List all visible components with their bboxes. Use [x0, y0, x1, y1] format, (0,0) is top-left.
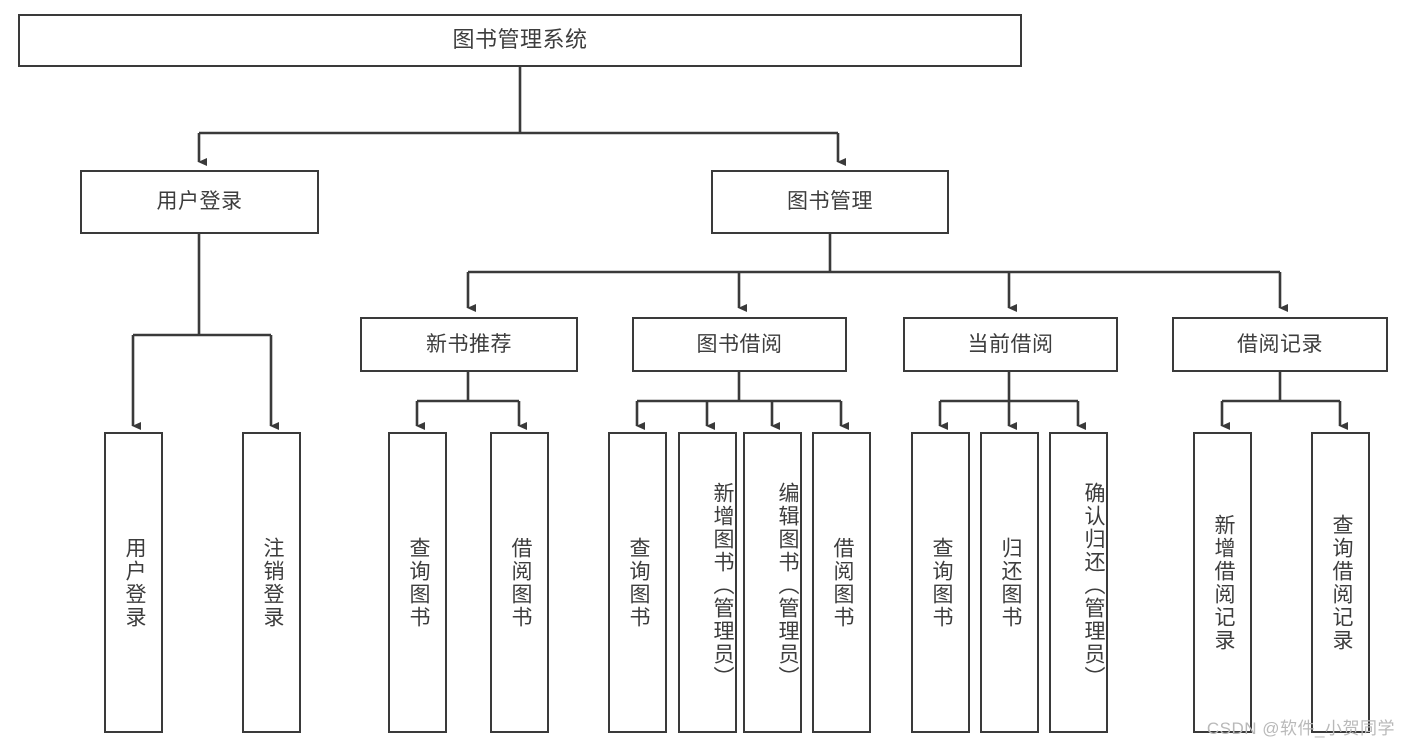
node-new-book-recommend-label: 新书推荐 — [426, 332, 512, 356]
leaf-edit-book-label: 编辑图书（管理员） — [776, 482, 799, 689]
leaf-query-book-2-label: 查询图书 — [626, 536, 650, 629]
leaf-add-book-label: 新增图书（管理员） — [711, 482, 734, 689]
leaf-return-book-label: 归还图书 — [998, 536, 1022, 629]
leaf-user-login[interactable]: 用户登录 — [104, 432, 163, 733]
node-book-manage[interactable]: 图书管理 — [711, 170, 949, 234]
node-new-book-recommend[interactable]: 新书推荐 — [360, 317, 578, 372]
node-borrow-record[interactable]: 借阅记录 — [1172, 317, 1388, 372]
leaf-confirm-return-label: 确认归还（管理员） — [1082, 482, 1105, 689]
node-user-login-label: 用户登录 — [156, 190, 243, 214]
leaf-return-book[interactable]: 归还图书 — [980, 432, 1039, 733]
leaf-borrow-book-2[interactable]: 借阅图书 — [812, 432, 871, 733]
leaf-user-login-label: 用户登录 — [122, 536, 146, 629]
leaf-logout-login[interactable]: 注销登录 — [242, 432, 301, 733]
node-borrow-record-label: 借阅记录 — [1237, 332, 1323, 356]
leaf-add-record-label: 新增借阅记录 — [1211, 513, 1235, 652]
leaf-query-book-1-label: 查询图书 — [406, 536, 430, 629]
leaf-query-book-2[interactable]: 查询图书 — [608, 432, 667, 733]
leaf-confirm-return[interactable]: 确认归还（管理员） — [1049, 432, 1108, 733]
node-user-login[interactable]: 用户登录 — [80, 170, 319, 234]
leaf-borrow-book-1[interactable]: 借阅图书 — [490, 432, 549, 733]
node-root-book-management-system[interactable]: 图书管理系统 — [18, 14, 1022, 67]
leaf-borrow-book-1-label: 借阅图书 — [508, 536, 532, 629]
csdn-watermark: CSDN @软件_小贺同学 — [1206, 719, 1395, 738]
leaf-borrow-book-2-label: 借阅图书 — [830, 536, 854, 629]
leaf-query-book-3[interactable]: 查询图书 — [911, 432, 970, 733]
leaf-add-book[interactable]: 新增图书（管理员） — [678, 432, 737, 733]
leaf-edit-book[interactable]: 编辑图书（管理员） — [743, 432, 802, 733]
node-book-borrow-label: 图书借阅 — [696, 332, 783, 356]
leaf-query-record[interactable]: 查询借阅记录 — [1311, 432, 1370, 733]
node-book-borrow[interactable]: 图书借阅 — [632, 317, 847, 372]
node-current-borrow-label: 当前借阅 — [967, 332, 1054, 356]
leaf-query-record-label: 查询借阅记录 — [1329, 513, 1353, 652]
node-book-manage-label: 图书管理 — [787, 190, 873, 214]
node-current-borrow[interactable]: 当前借阅 — [903, 317, 1118, 372]
leaf-query-book-3-label: 查询图书 — [929, 536, 953, 629]
leaf-logout-login-label: 注销登录 — [260, 536, 284, 629]
node-root-label: 图书管理系统 — [452, 27, 588, 53]
leaf-query-book-1[interactable]: 查询图书 — [388, 432, 447, 733]
leaf-add-record[interactable]: 新增借阅记录 — [1193, 432, 1252, 733]
